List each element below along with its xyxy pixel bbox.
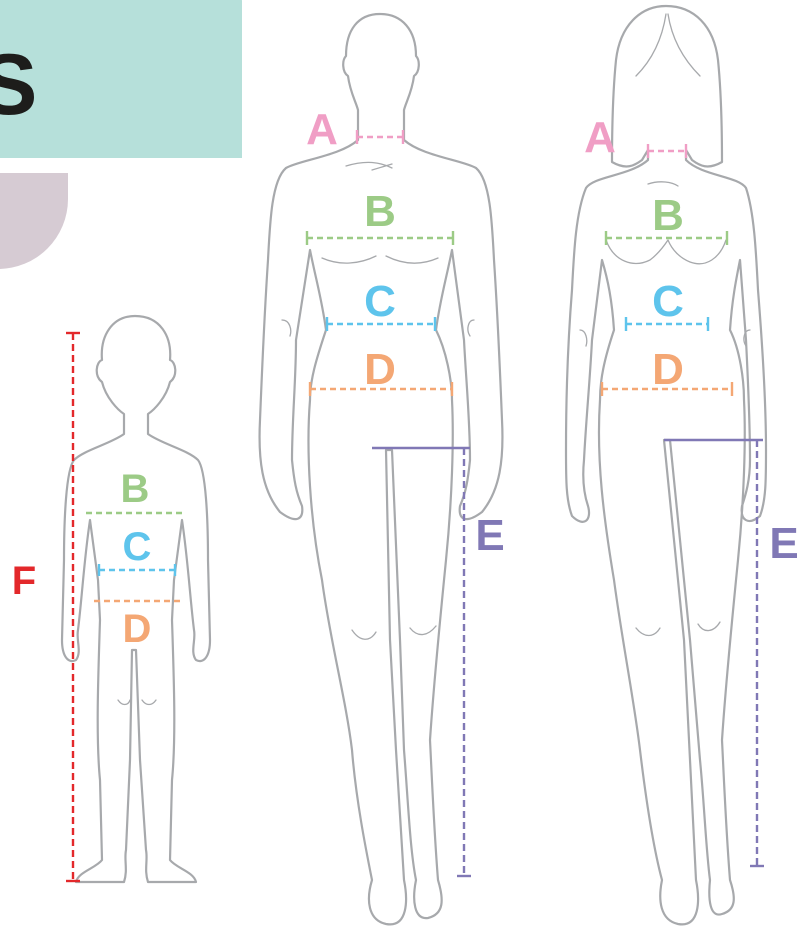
woman-label-e: E <box>769 519 798 568</box>
child-label-c: C <box>123 525 152 569</box>
woman-label-c: C <box>652 277 684 326</box>
woman-figure: A B C D E <box>566 6 799 924</box>
woman-label-a: A <box>584 113 616 162</box>
man-label-c: C <box>364 277 396 326</box>
man-label-d: D <box>364 345 396 394</box>
woman-label-d: D <box>652 345 684 394</box>
woman-label-b: B <box>652 191 684 240</box>
child-label-f: F <box>12 559 36 603</box>
child-figure: B C D F <box>12 316 210 882</box>
man-label-a: A <box>306 105 338 154</box>
child-label-d: D <box>123 607 152 651</box>
man-label-b: B <box>364 187 396 236</box>
man-figure: A B C D E <box>260 14 505 924</box>
child-label-b: B <box>121 467 150 511</box>
man-label-e: E <box>475 511 504 560</box>
